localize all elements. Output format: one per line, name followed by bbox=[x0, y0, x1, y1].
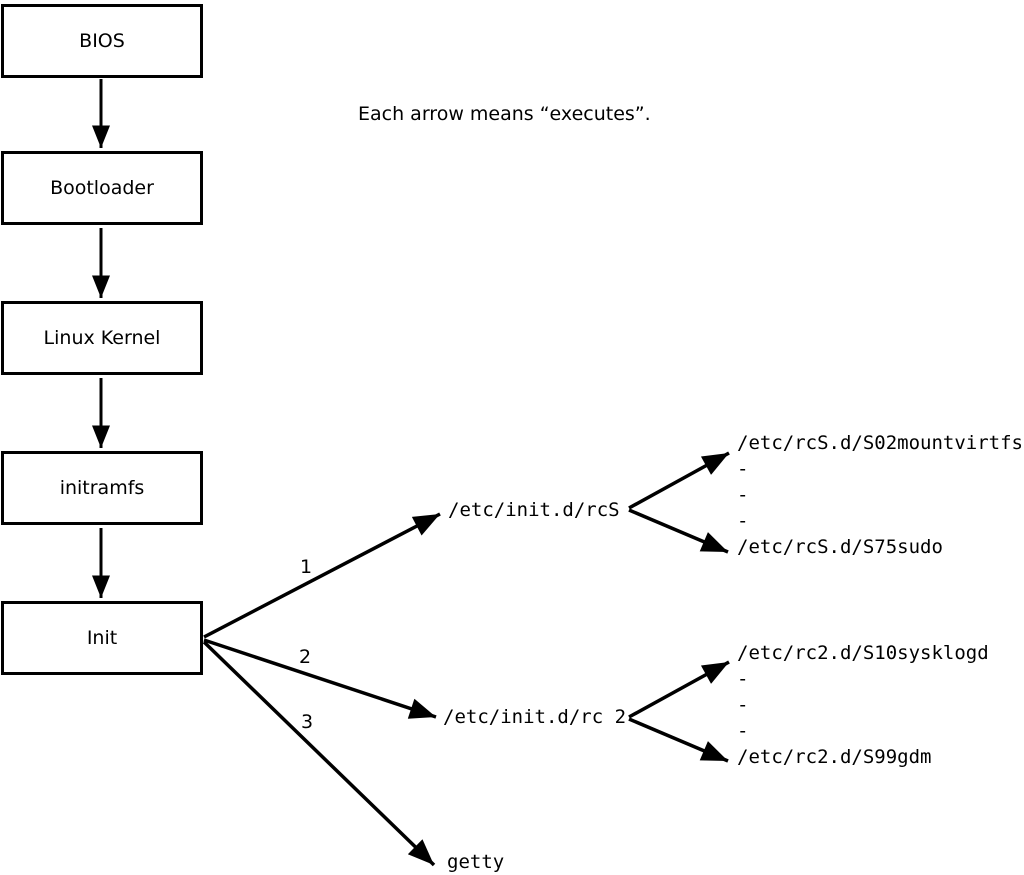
list-item: /etc/rcS.d/S75sudo bbox=[737, 536, 943, 558]
arrow-init-to-rcs bbox=[203, 512, 441, 639]
box-label-init: Init bbox=[86, 626, 118, 649]
box-label-bios: BIOS bbox=[79, 29, 125, 52]
arrow-number-1: 1 bbox=[299, 556, 313, 578]
list-item: - bbox=[737, 458, 749, 480]
arrow-number-3: 3 bbox=[300, 711, 314, 733]
arrow-number-2: 2 bbox=[298, 646, 312, 668]
list-item: /etc/rc2.d/S10sysklogd bbox=[737, 642, 989, 664]
arrow-rc2-to-s99gdm bbox=[628, 717, 729, 763]
list-item: /etc/rc2.d/S99gdm bbox=[737, 746, 932, 768]
path-label-getty: getty bbox=[447, 851, 505, 873]
arrow-rcs-to-s75sudo bbox=[628, 508, 729, 554]
box-label-bootloader: Bootloader bbox=[50, 176, 154, 199]
note-text: Each arrow means “executes”. bbox=[358, 103, 651, 125]
list-item: - bbox=[737, 694, 749, 716]
arrow-rcs-to-s02mountvirtfs bbox=[628, 451, 730, 510]
list-item: - bbox=[737, 668, 749, 690]
flow-box-linux-kernel: Linux Kernel bbox=[1, 301, 203, 375]
arrow-init-to-rc2 bbox=[203, 638, 437, 719]
flow-box-initramfs: initramfs bbox=[1, 451, 203, 525]
flow-box-init: Init bbox=[1, 601, 203, 675]
box-label-initramfs: initramfs bbox=[59, 476, 145, 499]
list-item: - bbox=[737, 720, 749, 742]
arrow-init-to-getty bbox=[202, 640, 436, 867]
path-label-rcs: /etc/init.d/rcS bbox=[448, 499, 620, 521]
arrow-rc2-to-s10sysklogd bbox=[628, 660, 730, 719]
rc2-children-list: /etc/rc2.d/S10sysklogd - - - /etc/rc2.d/… bbox=[737, 640, 989, 770]
rcs-children-list: /etc/rcS.d/S02mountvirtfs - - - /etc/rcS… bbox=[737, 430, 1023, 560]
list-item: - bbox=[737, 510, 749, 532]
list-item: - bbox=[737, 484, 749, 506]
list-item: /etc/rcS.d/S02mountvirtfs bbox=[737, 432, 1023, 454]
flow-box-bootloader: Bootloader bbox=[1, 151, 203, 225]
path-label-rc2: /etc/init.d/rc 2 bbox=[443, 706, 627, 728]
flow-box-bios: BIOS bbox=[1, 4, 203, 78]
box-label-linux-kernel: Linux Kernel bbox=[43, 326, 161, 349]
